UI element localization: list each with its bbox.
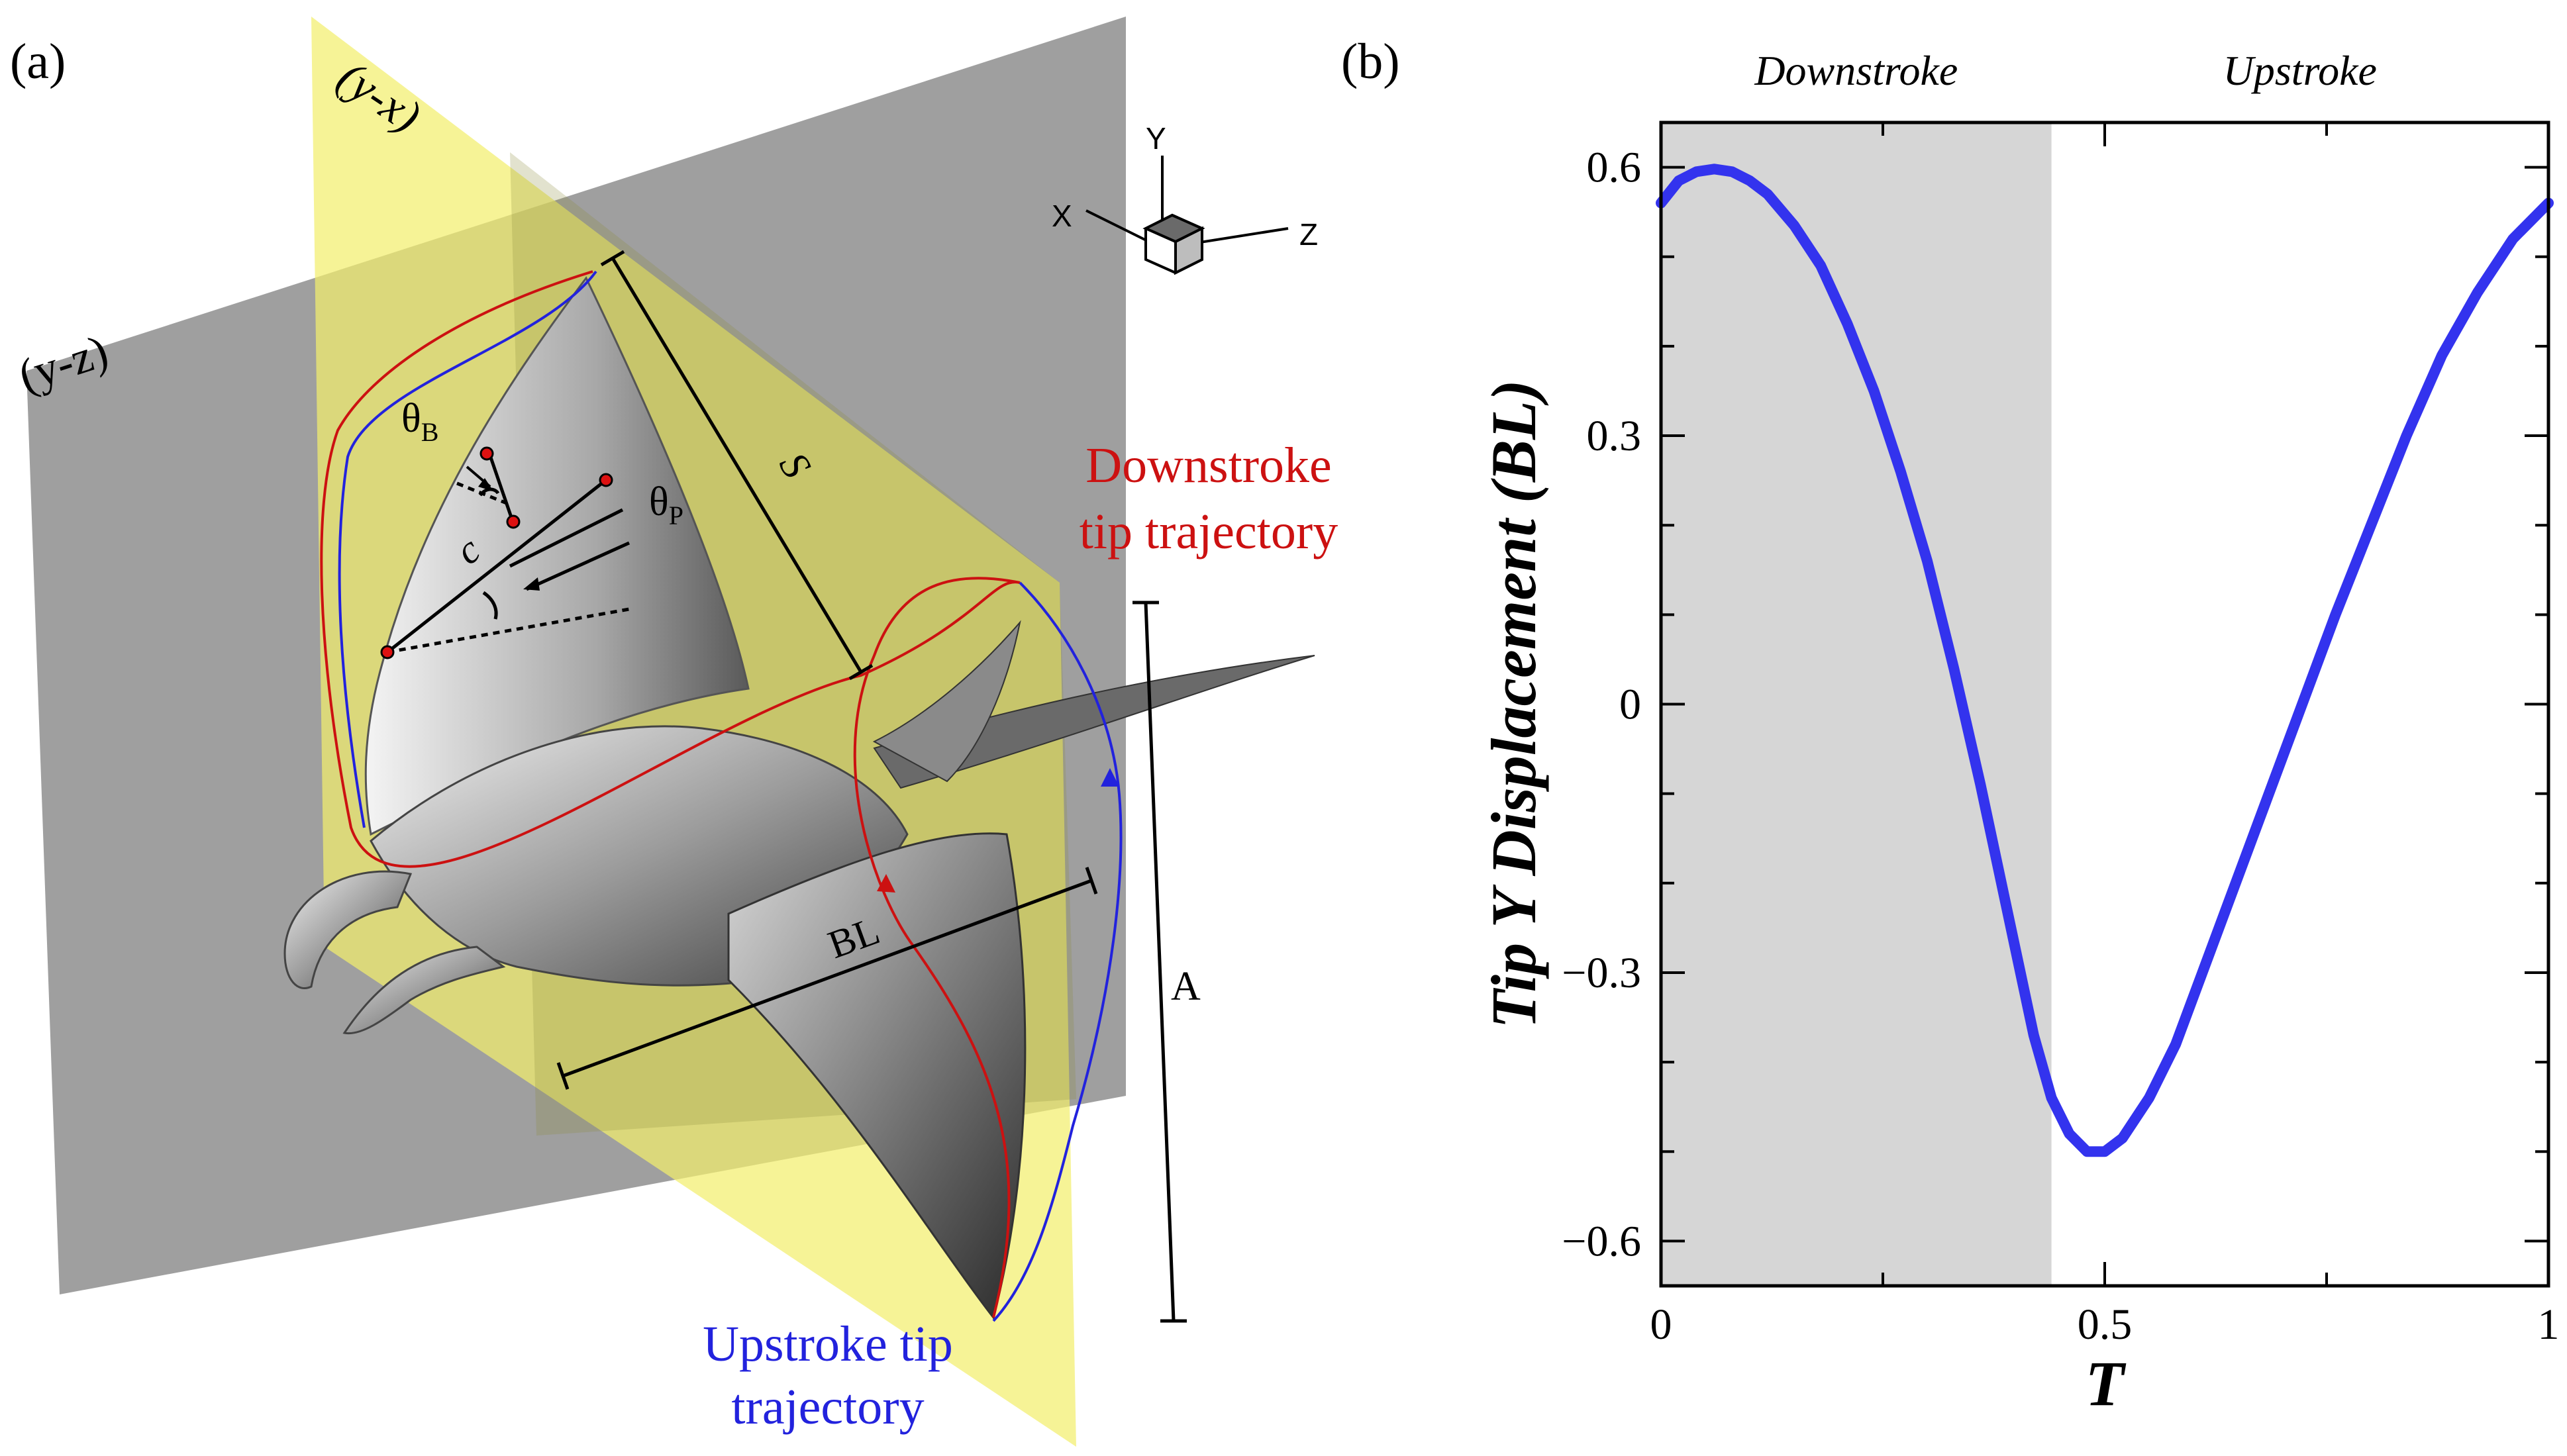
y-tick-label: −0.6 xyxy=(1562,1217,1641,1265)
panel-a: S BL A xyxy=(10,17,1338,1447)
y-tick-label: 0.3 xyxy=(1587,412,1642,460)
manta-cephalic-fin-right xyxy=(342,946,506,1035)
manta-cephalic-fin-left xyxy=(283,870,413,989)
manta-upper-wing-far xyxy=(872,620,1021,783)
manta-tail xyxy=(873,655,1315,789)
theta-p-symbol: θ xyxy=(649,479,669,524)
panel-b: (b) Downstroke Upstroke −0.6 −0.3 0 0.3 0.6 0… xyxy=(1341,34,2560,1419)
upstroke-header: Upstroke xyxy=(2223,47,2377,94)
upstroke-label-line2: trajectory xyxy=(731,1379,924,1435)
theta-b-arrow xyxy=(478,478,493,491)
tick-labels: −0.6 −0.3 0 0.3 0.6 0 0.5 1 xyxy=(1562,144,2559,1349)
series-line xyxy=(1656,164,2554,1157)
theta-p-label: θP xyxy=(649,479,683,530)
x-tick-label: 1 xyxy=(2538,1300,2560,1349)
theta-b-subscript: B xyxy=(421,417,439,447)
x-tick-label: 0 xyxy=(1650,1300,1672,1349)
downstroke-shading xyxy=(1661,122,2052,1286)
theta-b-label: θB xyxy=(401,396,438,447)
y-tick-label: −0.3 xyxy=(1562,949,1641,997)
downstroke-trajectory xyxy=(320,270,1021,1318)
angle-markers xyxy=(386,455,630,654)
axes-triad xyxy=(1085,156,1289,275)
span-dimension xyxy=(600,250,874,681)
joint-points xyxy=(380,446,613,659)
y-axis-label: Tip Y Displacement (BL) xyxy=(1478,379,1549,1028)
theta-p-subscript: P xyxy=(669,501,683,530)
theta-p-arrow xyxy=(523,577,540,591)
axis-z-label: Z xyxy=(1299,217,1318,252)
x-axis-label: T xyxy=(2086,1348,2127,1419)
body-length-dimension xyxy=(556,867,1098,1090)
plot-frame xyxy=(1659,121,2550,1288)
amplitude-dimension xyxy=(1132,601,1187,1323)
downstroke-arrow xyxy=(877,874,895,893)
axis-y-label: Y xyxy=(1146,121,1166,156)
upstroke-label-line1: Upstroke tip xyxy=(703,1316,953,1372)
panel-b-label: (b) xyxy=(1341,34,1400,89)
downstroke-label-line2: tip trajectory xyxy=(1080,504,1338,559)
x-tick-label: 0.5 xyxy=(2078,1300,2133,1349)
y-tick-label: 0 xyxy=(1619,681,1641,729)
manta-lower-wing xyxy=(727,832,1027,1320)
axis-x-label: X xyxy=(1052,199,1072,233)
upstroke-arrow xyxy=(1101,768,1119,787)
panel-a-label: (a) xyxy=(10,34,66,89)
upstroke-trajectory xyxy=(338,270,1123,1322)
downstroke-header: Downstroke xyxy=(1754,47,1958,94)
amplitude-label: A xyxy=(1171,964,1201,1009)
theta-b-symbol: θ xyxy=(401,396,421,441)
downstroke-label-line1: Downstroke xyxy=(1085,438,1332,493)
y-tick-label: 0.6 xyxy=(1587,144,1642,192)
